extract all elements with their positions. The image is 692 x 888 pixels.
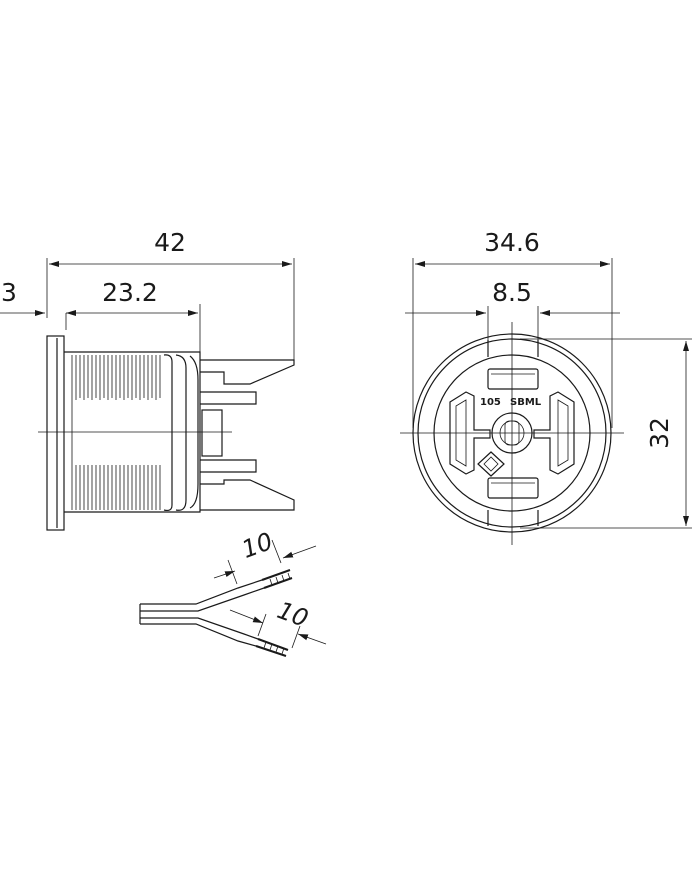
approval-mark-icon: [477, 451, 505, 477]
dimension-thread-length: 23.2: [66, 278, 201, 358]
flange: [46, 335, 65, 531]
dim-outer-width-label: 34.6: [484, 228, 540, 257]
bottom-contact-window: [487, 477, 539, 499]
top-contact-window: [487, 368, 539, 390]
front-view: 34.6 8.5 32: [400, 228, 692, 545]
dim-thread-length-label: 23.2: [102, 278, 158, 307]
dim-strip-upper-label: 10: [238, 527, 276, 564]
dimension-overall-length: 42: [46, 228, 295, 365]
bottom-slot: [487, 510, 539, 526]
dimension-height: 32: [520, 338, 692, 529]
right-contact: [533, 391, 575, 475]
lower-wire-insulation: [140, 617, 259, 640]
marking-type: SBML: [510, 397, 542, 408]
dim-overall-length-label: 42: [154, 228, 186, 257]
dimension-strip-length-upper: 10: [213, 527, 317, 585]
dim-strip-lower-label: 10: [274, 596, 312, 633]
dimension-flange-thickness: 3: [0, 278, 67, 330]
dim-slot-width-label: 8.5: [492, 278, 532, 307]
lower-wire-conductor: [255, 638, 289, 657]
side-view: 42 23.2 3: [0, 228, 295, 531]
stripped-wires: 10 10: [139, 527, 327, 657]
upper-wire-conductor: [261, 569, 293, 589]
dim-flange-thickness-label: 3: [1, 278, 17, 307]
top-slot: [487, 340, 539, 357]
dimension-strip-length-lower: 10: [229, 596, 327, 649]
upper-wire-insulation: [140, 579, 263, 605]
dimension-outer-width: 34.6: [412, 228, 613, 428]
dim-height-label: 32: [645, 417, 674, 449]
rear-terminals: [200, 359, 295, 511]
threads: [71, 354, 199, 512]
left-contact: [449, 391, 491, 475]
dimension-slot-width: 8.5: [405, 278, 620, 340]
marking-rating: 105: [480, 397, 501, 408]
